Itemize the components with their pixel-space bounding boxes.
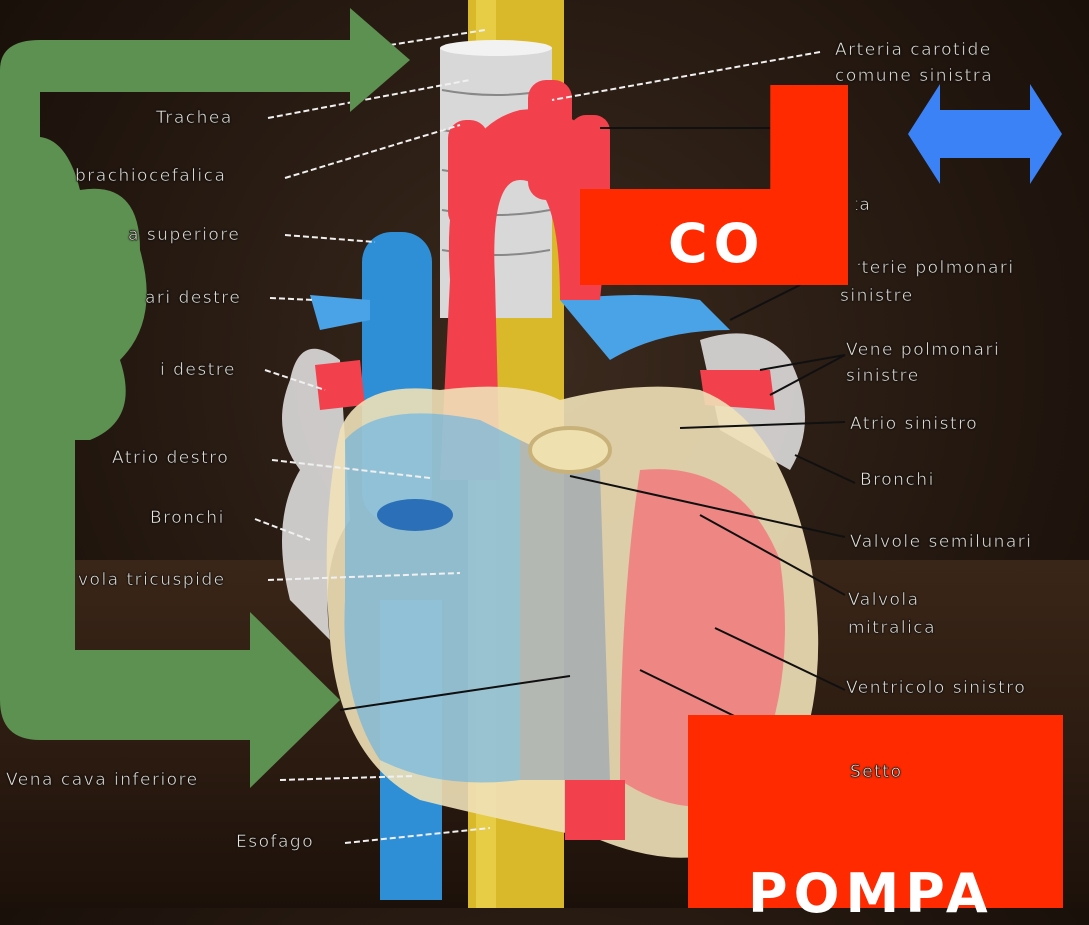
label-superior-vena-cava: a superiore xyxy=(128,225,240,245)
label-pulm-veins-right: i destre xyxy=(160,360,236,380)
label-brachiocephalic: brachiocefalica xyxy=(75,166,226,186)
label-mitral-line2: mitralica xyxy=(848,618,936,638)
label-trachea: Trachea xyxy=(156,108,233,128)
co-label: CO xyxy=(668,212,766,275)
green-arrow-top xyxy=(0,8,410,160)
septum xyxy=(520,440,610,780)
label-septum: Setto xyxy=(850,762,902,782)
label-carotid-line2: comune sinistra xyxy=(835,66,993,86)
label-left-ventricle: Ventricolo sinistro xyxy=(846,678,1026,698)
green-arrow-bottom xyxy=(0,430,340,788)
label-left-atrium: Atrio sinistro xyxy=(850,414,978,434)
pompa-label: POMPA xyxy=(748,862,994,925)
label-semilunar: Valvole semilunari xyxy=(850,532,1033,552)
label-pulm-veins-line1: Vene polmonari xyxy=(846,340,1000,360)
label-inferior-vena-cava: Vena cava inferiore xyxy=(6,770,199,790)
label-mitral-line1: Valvola xyxy=(848,590,920,610)
label-carotid-line1: Arteria carotide xyxy=(835,40,992,60)
label-right-atrium: Atrio destro xyxy=(112,448,229,468)
label-bronchi-right: Bronchi xyxy=(860,470,935,490)
label-esophagus: Esofago xyxy=(236,832,314,852)
label-pulm-arteries-line1: Arterie polmonari xyxy=(840,258,1015,278)
label-tricuspid: vola tricuspide xyxy=(78,570,226,590)
tricuspid-valve xyxy=(377,499,453,531)
label-pulm-veins-line2: sinistre xyxy=(846,366,920,386)
label-bronchi-left: Bronchi xyxy=(150,508,225,528)
label-pulm-arteries-line2: sinistre xyxy=(840,286,914,306)
blue-double-arrow xyxy=(908,84,1062,184)
semilunar-valve xyxy=(530,428,610,472)
label-pulm-arteries-right: ari destre xyxy=(145,288,241,308)
